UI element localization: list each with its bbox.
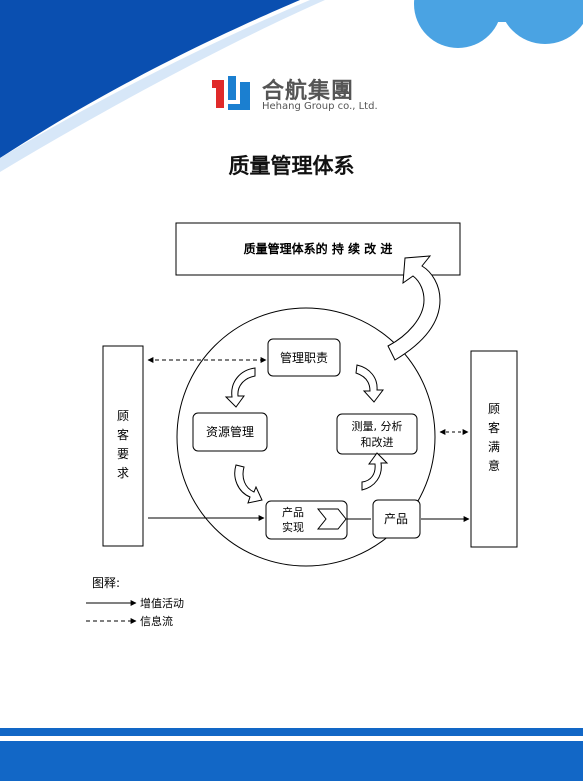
footer-thin-bar [0,728,583,736]
resource-management-node [192,412,268,452]
header-cloud [414,0,583,48]
customer-satisfaction-char: 顾 [488,402,500,416]
measurement-analysis-label: 测量, 分析 [352,419,403,433]
company-name-cn: 合航集團 [262,79,355,104]
cycle-arrow-icons [224,364,389,504]
legend-solid-label: 增值活动 [140,596,184,610]
process-circle [176,307,436,567]
product-node [372,499,421,539]
improvement-curved-arrow [387,255,441,361]
continual-improvement-label: 质量管理体系的 持 续 改 进 [244,241,393,256]
customer-requirements-char: 客 [117,427,129,442]
measurement-analysis-label: 和改进 [361,435,394,449]
customer-satisfaction-char: 满 [488,440,500,454]
customer-requirements-char: 顾 [117,409,129,423]
realization-output-chevron [316,508,347,530]
header-swoosh [0,0,300,158]
customer-satisfaction-char: 意 [488,458,500,473]
product-label: 产品 [384,512,408,526]
cycle-arrow-icon [355,364,384,403]
footer-bar [0,741,583,781]
management-responsibility-label: 管理职责 [280,350,328,365]
resource-management-label: 资源管理 [206,424,254,439]
customer-satisfaction-box [470,350,518,548]
page-title: 质量管理体系 [228,154,355,178]
customer-requirements-box [102,345,144,547]
legend-dashed-label: 信息流 [140,614,173,628]
cycle-arrow-icon [361,452,389,491]
product-realization-label: 实现 [282,520,304,534]
company-logo-icon [212,76,250,110]
legend-title: 图释: [92,576,120,590]
cycle-arrow-icon [224,367,256,408]
customer-requirements-char: 求 [117,466,129,480]
customer-satisfaction-char: 客 [488,420,500,435]
customer-requirements-char: 要 [117,447,129,461]
management-responsibility-node [267,338,341,377]
company-name-en: Hehang Group co., Ltd. [262,101,378,112]
product-realization-label: 产品 [282,505,304,519]
cycle-arrow-icon [234,464,263,504]
